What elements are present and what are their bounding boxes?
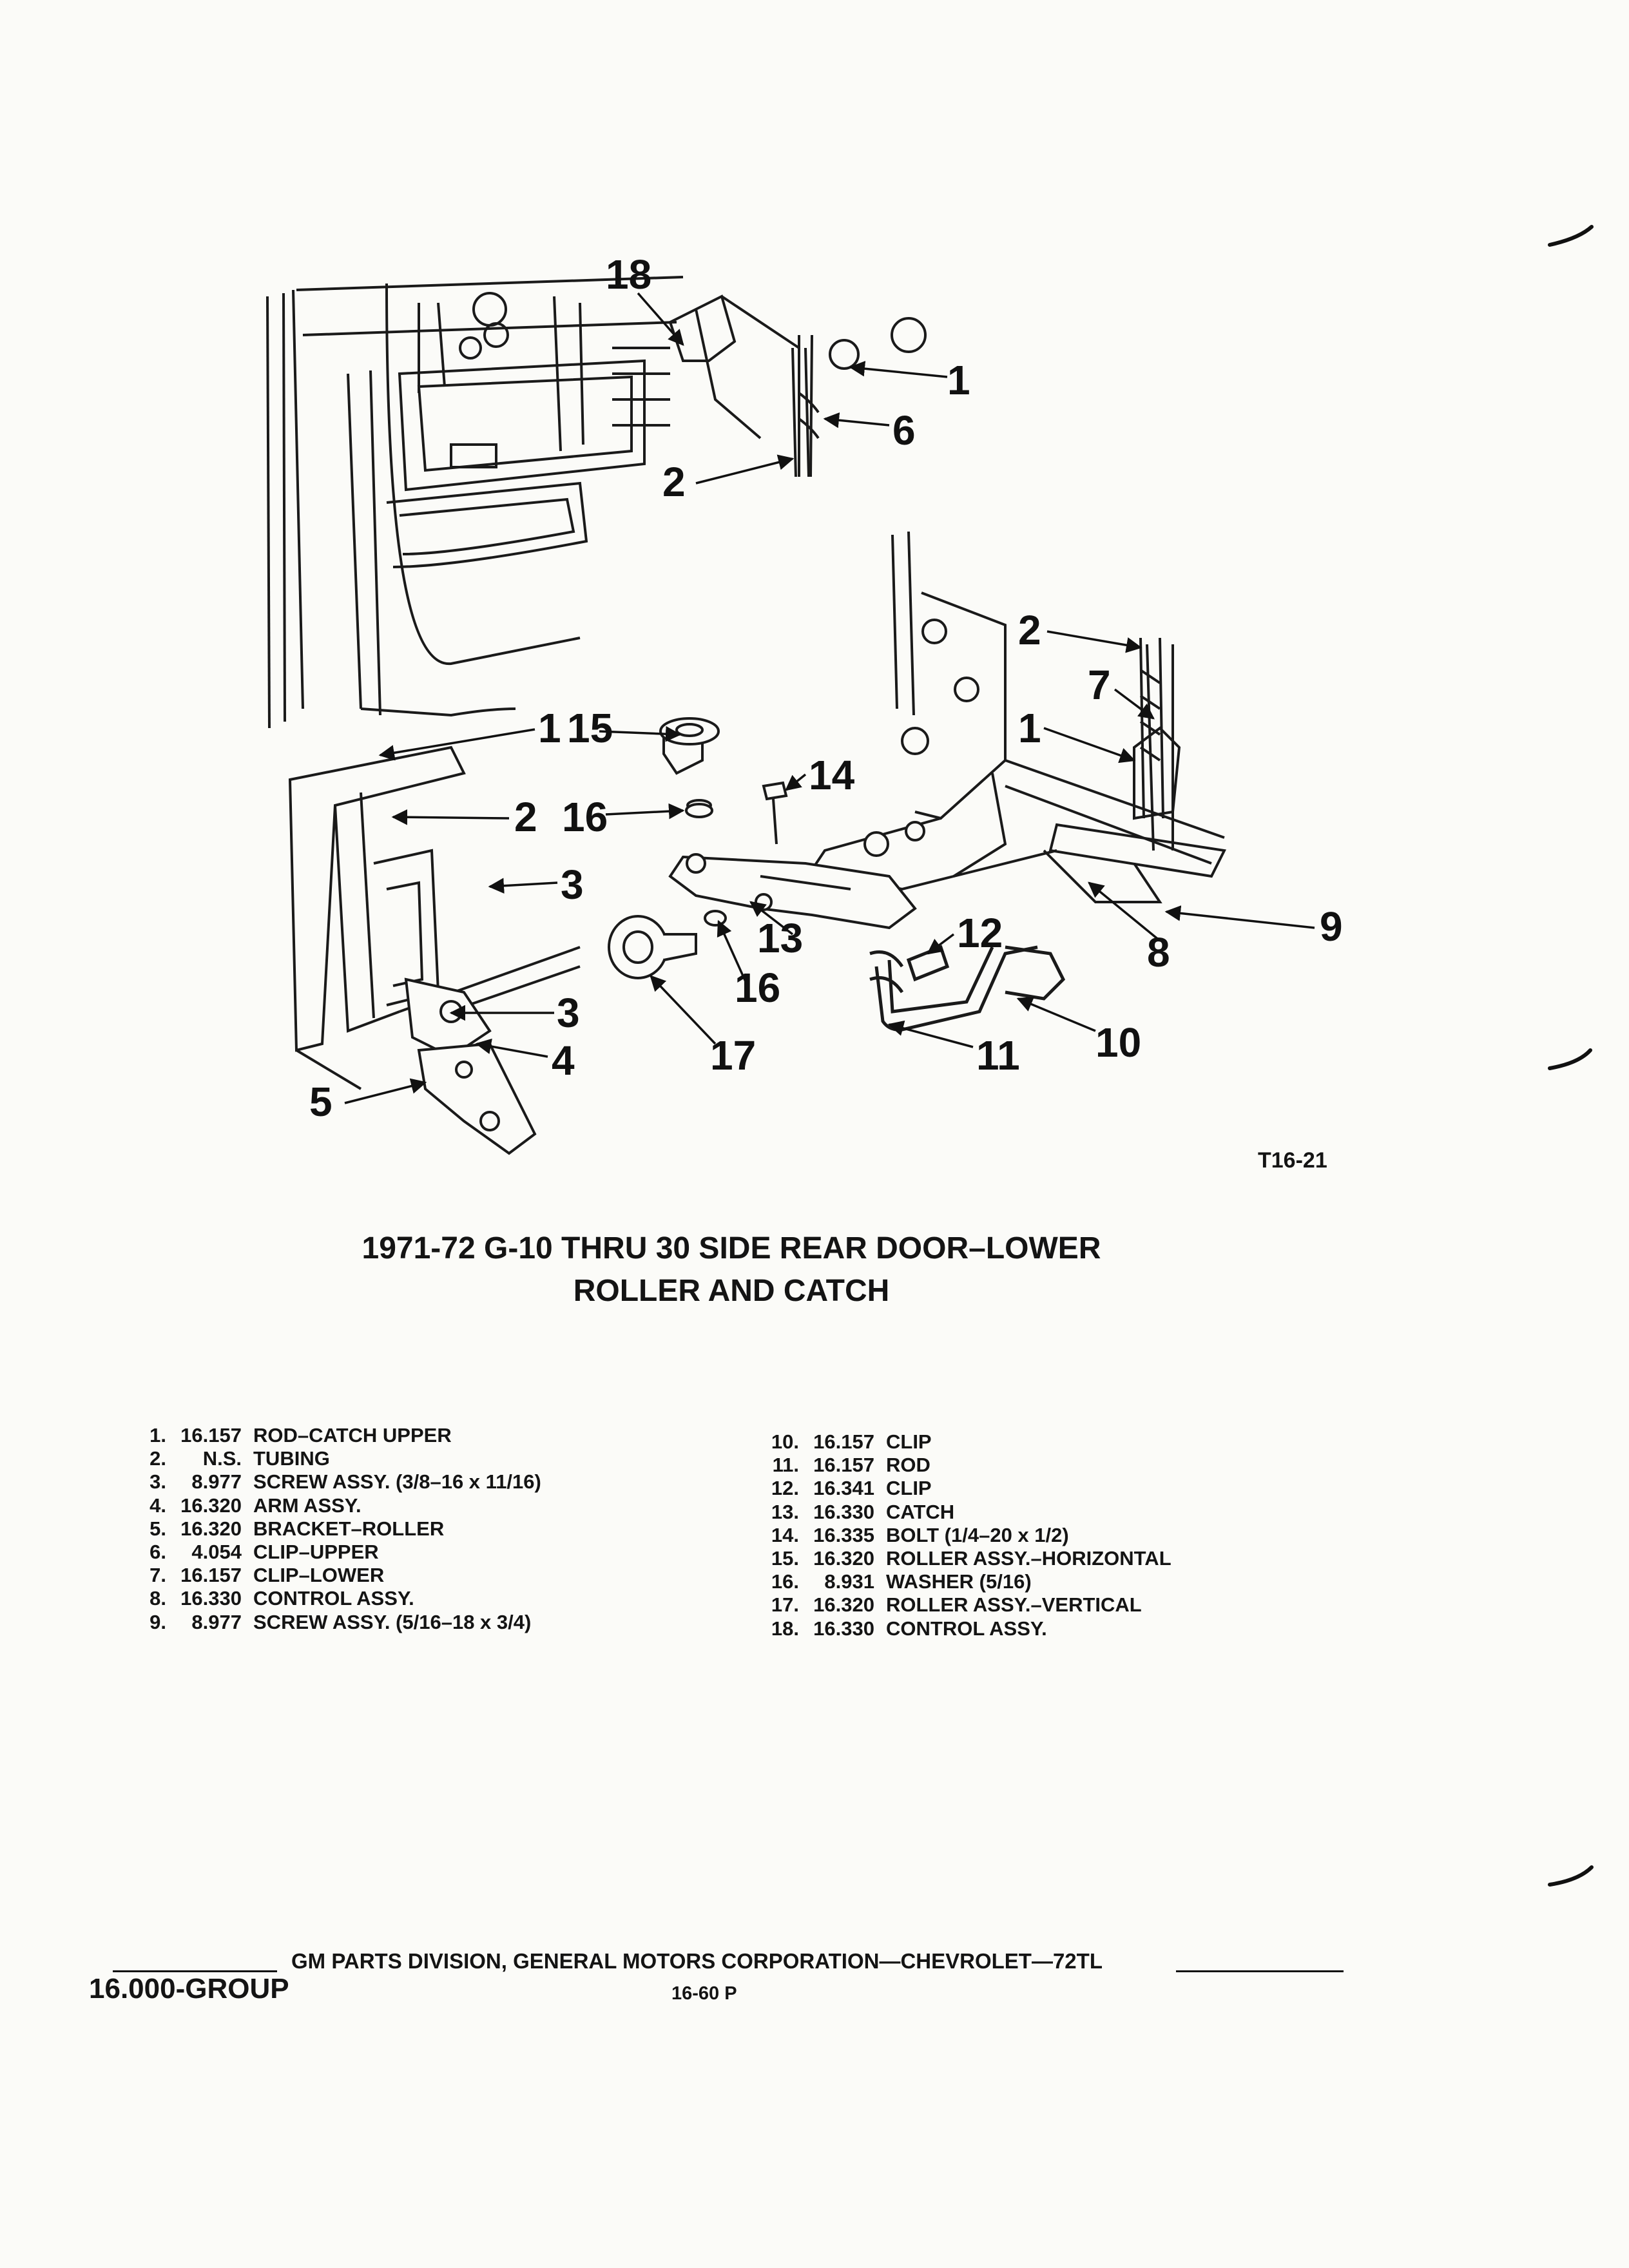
bolt-drawing — [762, 781, 788, 845]
callout-2: 2 — [662, 459, 686, 505]
tubing-drawing — [791, 347, 1164, 819]
caption-line-1: 1971-72 G-10 THRU 30 SIDE REAR DOOR–LOWE… — [361, 1231, 1101, 1265]
callout-5: 5 — [309, 1079, 333, 1125]
footer-group-label: 16.000-GROUP — [89, 1973, 289, 2004]
callout-15: 15 — [567, 705, 613, 751]
callout-9: 9 — [1320, 903, 1343, 950]
callout-1: 1 — [947, 357, 970, 403]
footer-page-number: 16-60 P — [671, 1983, 737, 2004]
callout-2: 2 — [514, 794, 537, 840]
callout-6: 6 — [892, 407, 916, 454]
door-panel-drawing — [266, 276, 684, 729]
callout-10: 10 — [1095, 1019, 1141, 1066]
footer-publisher: GM PARTS DIVISION, GENERAL MOTORS CORPOR… — [291, 1949, 1103, 1973]
callout-17: 17 — [710, 1032, 756, 1079]
callout-16: 16 — [562, 794, 608, 840]
leader-lines — [344, 292, 1315, 1104]
vertical-roller-drawing — [608, 915, 697, 979]
arm-bracket-drawing — [404, 977, 537, 1155]
callout-11: 11 — [976, 1032, 1020, 1079]
callout-18: 18 — [606, 251, 651, 298]
callout-8: 8 — [1147, 929, 1170, 975]
callout-4: 4 — [552, 1037, 575, 1084]
footer-rule-left — [113, 1970, 277, 1972]
callout-labels: 18 1 6 2 2 7 1 1 15 14 2 16 3 13 16 12 8… — [309, 251, 1343, 1125]
footer-rule-right — [1176, 1970, 1344, 1972]
parts-list-item: 2.N.S.TUBING — [149, 1447, 330, 1470]
callout-3: 3 — [561, 861, 584, 908]
figure-caption: 1971-72 G-10 THRU 30 SIDE REAR DOOR–LOWE… — [0, 1227, 1463, 1312]
callout-16: 16 — [735, 965, 780, 1011]
rod-clip-drawing — [869, 945, 1066, 1032]
horizontal-roller-drawing — [659, 717, 720, 812]
page-edge-marks — [1548, 225, 1594, 1887]
lower-door-drawing — [809, 531, 1227, 903]
figure-code: T16-21 — [1258, 1148, 1327, 1173]
callout-3: 3 — [557, 990, 580, 1036]
callout-14: 14 — [809, 752, 855, 798]
upper-control-inset-drawing — [668, 294, 927, 477]
callout-2: 2 — [1018, 607, 1041, 653]
callout-13: 13 — [757, 915, 803, 961]
callout-1: 1 — [1018, 705, 1041, 751]
caption-line-2: ROLLER AND CATCH — [573, 1274, 890, 1308]
callout-7: 7 — [1088, 662, 1111, 708]
callout-1: 1 — [538, 705, 561, 751]
callout-12: 12 — [957, 910, 1003, 956]
